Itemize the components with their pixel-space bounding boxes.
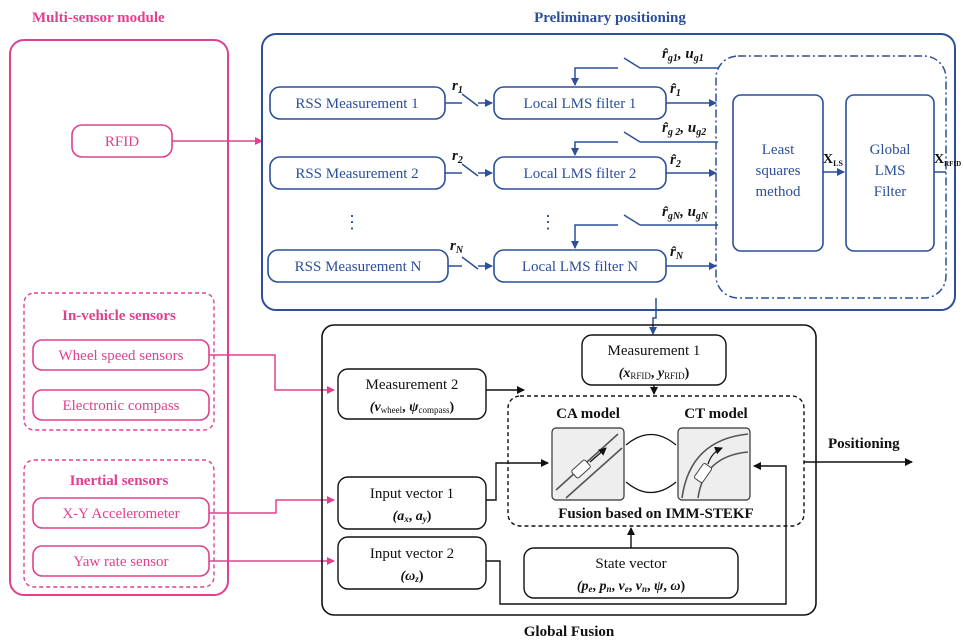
global-fusion-frame xyxy=(321,324,817,616)
ct-model-image xyxy=(677,427,751,501)
input1-arrow xyxy=(486,459,549,501)
lms-label-2: Local LMS filter 2 xyxy=(524,166,637,182)
preliminary-positioning: Preliminary positioning RSS Measurement … xyxy=(261,10,961,311)
rg-ug-label-1: r̂g1, ug1 xyxy=(662,46,704,64)
input1-label: Input vector 1 xyxy=(370,486,454,502)
rss-label-n: RSS Measurement N xyxy=(295,259,422,275)
rg-ug-label-2: r̂g 2, ug2 xyxy=(662,120,706,138)
rss-label-2: RSS Measurement 2 xyxy=(295,166,418,182)
measurement2-label: Measurement 2 xyxy=(366,377,459,393)
state-vector-label: State vector xyxy=(595,556,666,572)
r-label-1: r1 xyxy=(452,78,463,96)
global-lms-line3: Filter xyxy=(874,184,907,200)
switch-1 xyxy=(461,93,479,107)
rhat-label-1: r̂1 xyxy=(670,81,681,99)
global-lms-line1: Global xyxy=(870,142,911,158)
xrfid-to-measurement1 xyxy=(649,298,657,335)
input2-arrow xyxy=(486,462,787,605)
measurement2-box xyxy=(337,368,487,420)
global-lms-box xyxy=(845,94,935,252)
feedback-switch-2 xyxy=(623,131,641,143)
measurement1-label: Measurement 1 xyxy=(608,343,701,359)
least-squares-line3: method xyxy=(756,184,801,200)
ca-model-title: CA model xyxy=(556,406,620,422)
least-squares-line1: Least xyxy=(762,142,795,158)
xls-label: XLS xyxy=(823,152,843,168)
inertial-title: Inertial sensors xyxy=(70,473,169,489)
global-fusion: Global Fusion Measurement 1 (xRFID, yRFI… xyxy=(321,324,913,640)
feedback-switch-1 xyxy=(623,57,641,69)
input1-vars: (ax, ay) xyxy=(393,509,432,524)
compass-label: Electronic compass xyxy=(62,398,179,414)
accelerometer-label: X-Y Accelerometer xyxy=(62,506,179,522)
ct-model-title: CT model xyxy=(684,406,747,422)
in-vehicle-title: In-vehicle sensors xyxy=(62,308,176,324)
global-fusion-title: Global Fusion xyxy=(524,624,615,640)
multi-sensor-module: Multi-sensor module RFID In-vehicle sens… xyxy=(9,10,229,596)
fusion-label: Fusion based on IMM-STEKF xyxy=(558,506,753,522)
accelerometer-arrow xyxy=(209,496,335,514)
ca-to-ct-arc xyxy=(625,433,677,446)
feedback-switch-n xyxy=(623,214,641,226)
least-squares-line2: squares xyxy=(756,163,801,179)
estimation-enclosure xyxy=(715,55,947,299)
input2-box xyxy=(337,536,487,590)
input2-label: Input vector 2 xyxy=(370,546,454,562)
switch-2 xyxy=(461,163,479,177)
feedback-arrow-2 xyxy=(571,141,618,156)
state-vector-vars: (pe, pn, ve, vn, ψ, ω) xyxy=(577,579,686,594)
compass-box xyxy=(32,389,210,421)
lms-ellipsis: ⋮ xyxy=(539,212,557,232)
input1-box xyxy=(337,476,487,530)
wheel-speed-arrow xyxy=(209,354,335,394)
input2-vars: (ωz) xyxy=(401,569,424,584)
least-squares-box xyxy=(732,94,824,252)
ca-model-image xyxy=(551,427,625,501)
rfid-label: RFID xyxy=(105,134,139,150)
rss-ellipsis: ⋮ xyxy=(343,212,361,232)
lms-label-1: Local LMS filter 1 xyxy=(524,96,637,112)
feedback-arrow-n xyxy=(571,224,618,249)
r-label-n: rN xyxy=(450,238,464,256)
rss-label-1: RSS Measurement 1 xyxy=(295,96,418,112)
inertial-group xyxy=(23,459,215,588)
wheel-speed-label: Wheel speed sensors xyxy=(59,348,184,364)
global-lms-line2: LMS xyxy=(875,163,906,179)
preliminary-frame xyxy=(261,33,956,311)
lms-label-n: Local LMS filter N xyxy=(522,259,638,275)
positioning-label: Positioning xyxy=(828,436,900,452)
switch-n xyxy=(461,256,479,270)
sensor-connectors xyxy=(172,137,335,565)
imm-block xyxy=(507,395,805,527)
r-label-2: r2 xyxy=(452,148,463,166)
multi-sensor-title: Multi-sensor module xyxy=(32,10,165,26)
xrfid-label: XRFID xyxy=(934,152,961,168)
rhat-label-n: r̂N xyxy=(670,244,684,262)
rhat-label-2: r̂2 xyxy=(670,152,681,170)
multi-sensor-frame xyxy=(9,39,229,596)
rg-ug-label-n: r̂gN, ugN xyxy=(662,204,709,222)
ct-to-ca-arc xyxy=(625,481,677,494)
in-vehicle-group xyxy=(23,292,215,431)
preliminary-title: Preliminary positioning xyxy=(534,10,686,26)
feedback-arrow-1 xyxy=(571,67,618,86)
yaw-rate-label: Yaw rate sensor xyxy=(73,554,168,570)
